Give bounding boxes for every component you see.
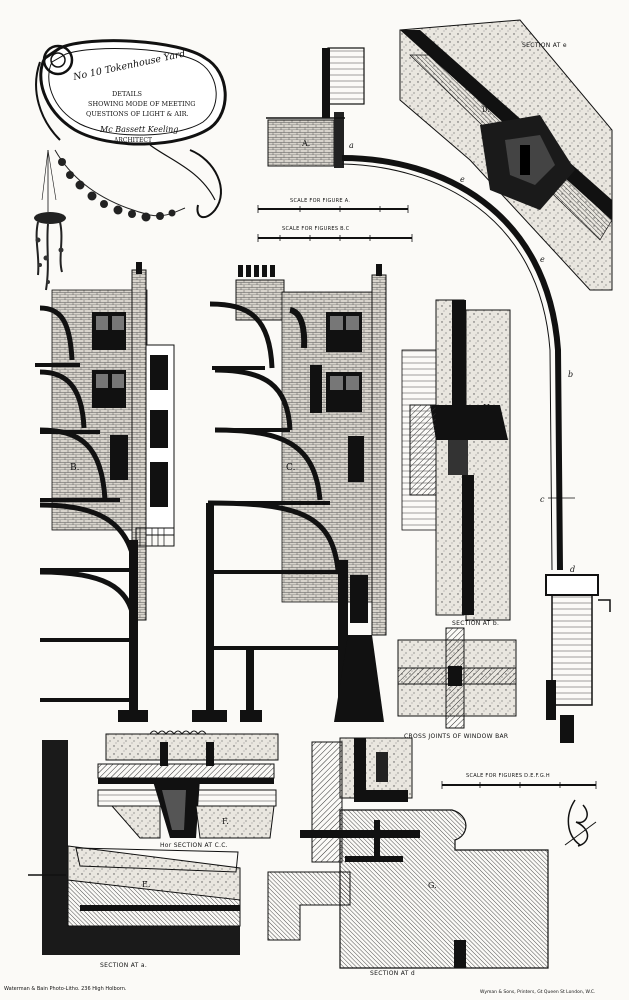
section-c: C. [192, 264, 387, 722]
label-fig-h: H. [483, 403, 493, 412]
curved-glazing-bar: e e b c d [341, 155, 575, 574]
horizontal-section-cc: F. [97, 730, 279, 839]
caption-section-at-b: SECTION AT b. [452, 620, 500, 627]
mark-e-lower: e [540, 255, 545, 264]
mark-b: b [568, 370, 573, 379]
caption-hor-section-cc: Hor SECTION AT C.C. [160, 842, 229, 849]
label-fig-a: A. [301, 139, 310, 148]
mark-a: a [349, 141, 354, 150]
label-fig-g: G. [428, 881, 437, 890]
caption-scale-bc: SCALE FOR FIGURES B.C [282, 226, 350, 232]
mark-d: d [570, 565, 575, 574]
window-sill-detail [545, 574, 611, 743]
caption-scale-defgh: SCALE FOR FIGURES D.E.F.G.H [466, 773, 550, 779]
mark-e-upper: e [460, 175, 465, 184]
label-fig-e: E. [142, 880, 150, 889]
scale-bar-defgh [441, 781, 597, 789]
caption-section-at-e: SECTION AT e [522, 42, 567, 49]
cartouche-line6: ARCHITECT [113, 137, 152, 144]
credit-printers: Wyman & Sons, Printers, Gt Queen St Lond… [480, 990, 596, 995]
title-cartouche: No 10 Tokenhouse Yard DETAILS SHOWING MO… [34, 39, 227, 291]
section-at-b: H. [401, 299, 511, 621]
cartouche-line5: Mc Bassett Keeling [99, 125, 178, 134]
caption-section-at-d: SECTION AT d [370, 970, 415, 977]
section-b: B. [35, 262, 175, 722]
scale-bars-top [257, 205, 413, 242]
figure-a: A. a [266, 47, 365, 168]
caption-scale-a: SCALE FOR FIGURE A. [290, 198, 351, 204]
cartouche-line2: DETAILS [112, 90, 142, 98]
caption-cross-joints: CROSS JOINTS OF WINDOW BAR [404, 733, 509, 740]
label-fig-d: D. [482, 106, 490, 114]
label-fig-f: F. [222, 817, 229, 826]
cartouche-line3: SHOWING MODE OF MEETING [88, 100, 196, 108]
section-at-a: E. [28, 740, 241, 955]
caption-section-at-a: SECTION AT a. [100, 962, 148, 969]
cartouche-line4: QUESTIONS OF LIGHT & AIR. [86, 110, 189, 118]
section-at-d: G. [267, 737, 549, 969]
mark-c: c [540, 495, 545, 504]
credit-photo-litho: Waterman & Bain Photo-Litho. 236 High Ho… [4, 986, 127, 992]
section-at-e: D. [399, 19, 613, 291]
monogram-signature [564, 799, 597, 847]
label-section-c: C. [286, 463, 296, 473]
label-section-b: B. [70, 463, 80, 473]
cross-joints-window-bar [397, 627, 517, 729]
